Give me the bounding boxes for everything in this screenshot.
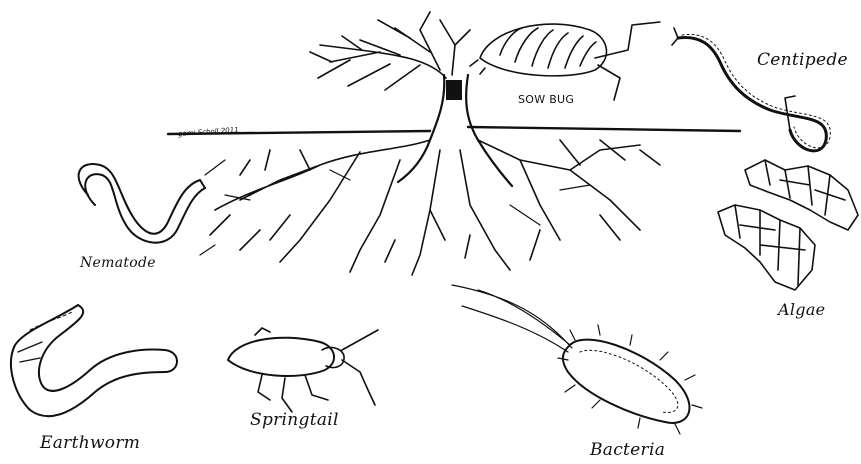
nematode-illustration <box>79 164 205 243</box>
earthworm-illustration <box>11 305 177 416</box>
ground-line <box>168 127 740 134</box>
label-bacteria: Bacteria <box>590 440 665 460</box>
tree-illustration <box>200 12 660 275</box>
centipede-illustration <box>672 28 830 151</box>
label-algae: Algae <box>778 300 825 319</box>
bacteria-illustration <box>452 285 702 434</box>
springtail-illustration <box>228 328 378 412</box>
algae-illustration <box>718 160 858 290</box>
label-nematode: Nematode <box>80 255 156 271</box>
label-earthworm: Earthworm <box>40 433 140 453</box>
label-springtail: Springtail <box>250 410 339 430</box>
sow-bug-illustration <box>470 22 660 100</box>
label-centipede: Centipede <box>757 50 848 70</box>
label-sow-bug: SOW BUG <box>518 93 574 106</box>
